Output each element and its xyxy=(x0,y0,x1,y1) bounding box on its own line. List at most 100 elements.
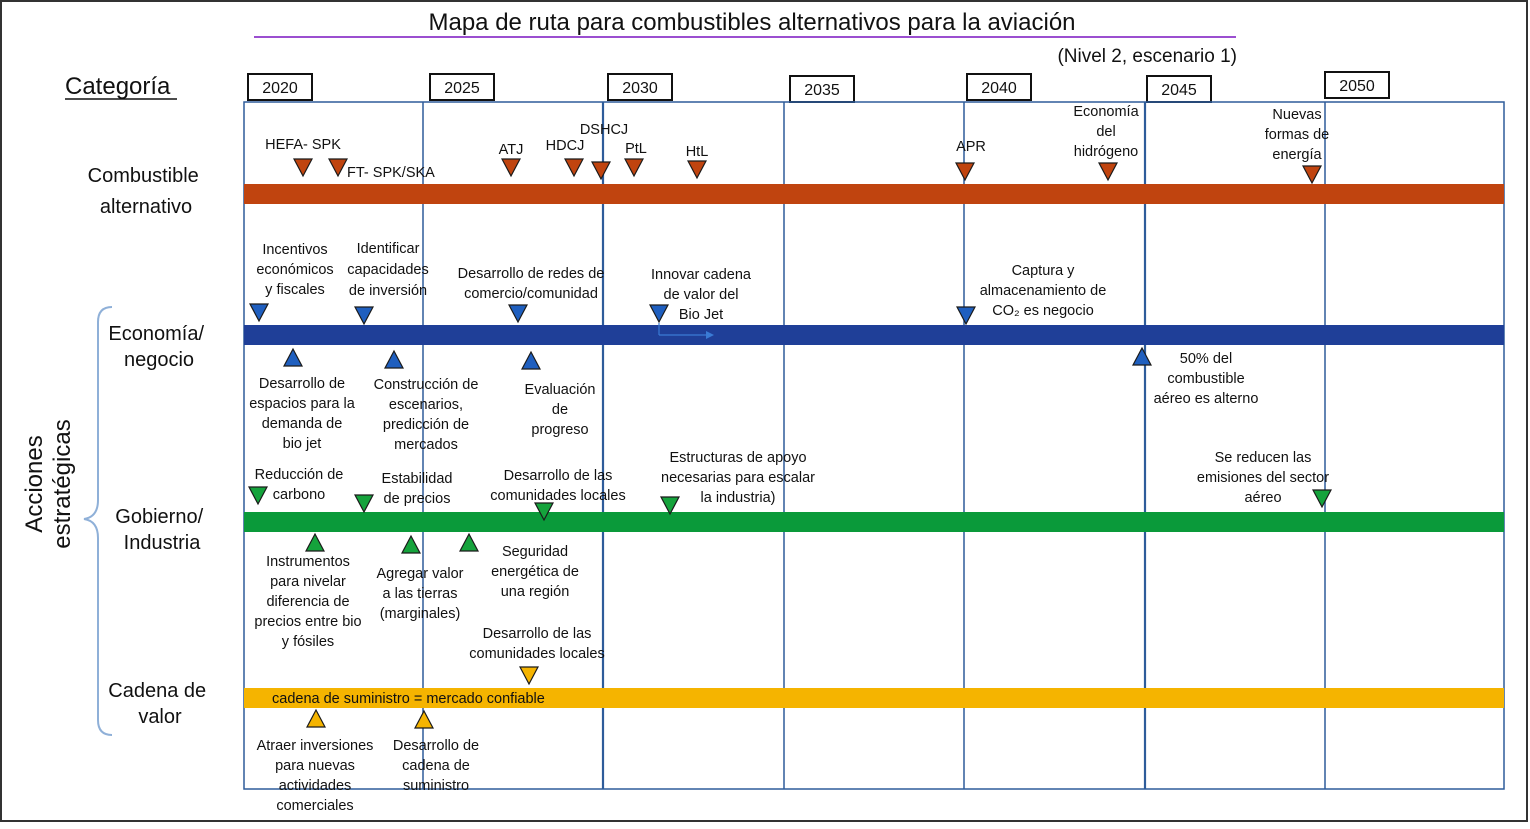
year-box-2040 xyxy=(966,73,1032,101)
milestone-label-line: formas de xyxy=(1265,127,1329,143)
milestone-label-line: de xyxy=(552,402,568,418)
milestone-marker-apr xyxy=(955,162,975,182)
row-label-combustible-1: Combustible xyxy=(88,165,199,187)
milestone-marker-atj xyxy=(501,158,521,178)
milestone-label-line: HEFA- SPK xyxy=(265,137,341,153)
milestone-marker-nuevas xyxy=(1302,165,1322,185)
milestone-label-line: demanda de xyxy=(262,416,343,432)
band-gobierno xyxy=(244,512,1504,532)
milestone-marker-ft xyxy=(328,158,348,178)
milestone-label-suministro: Desarrollo de cadena de suministro xyxy=(393,738,479,794)
milestone-label-line: (marginales) xyxy=(380,606,461,622)
milestone-label-line: Evaluación xyxy=(525,382,596,398)
milestone-label-line: de precios xyxy=(384,491,451,507)
milestone-label-line: FT- SPK/SKA xyxy=(347,165,435,181)
milestone-label-line: precios entre bio xyxy=(254,614,361,630)
milestone-marker-escenarios xyxy=(384,349,404,369)
milestone-label-line: cadena de xyxy=(402,758,470,774)
milestone-label-line: aéreo es alterno xyxy=(1154,391,1259,407)
side-label-acciones: Acciones estratégicas xyxy=(21,419,76,548)
year-2020: 2020 xyxy=(262,80,298,97)
milestone-marker-espacios xyxy=(283,347,303,367)
year-box-2020 xyxy=(247,73,313,101)
row-label-combustible: Combustible alternativo xyxy=(88,165,205,218)
milestone-label-line: Desarrollo de xyxy=(393,738,479,754)
row-label-economia: Economía/ negocio xyxy=(108,323,209,371)
milestone-label-line: Desarrollo de las xyxy=(504,468,613,484)
milestone-label-line: actividades xyxy=(279,778,352,794)
milestone-marker-dshcj xyxy=(591,161,611,181)
milestone-label-apr: APR xyxy=(956,139,986,155)
year-2035: 2035 xyxy=(804,82,840,99)
milestone-label-line: energética de xyxy=(491,564,579,580)
milestone-label-line: para nuevas xyxy=(275,758,355,774)
milestone-label-line: suministro xyxy=(403,778,469,794)
milestone-label-line: DSHCJ xyxy=(580,122,628,138)
milestone-marker-suministro xyxy=(414,709,434,729)
milestone-label-line: comercio/comunidad xyxy=(464,286,598,302)
milestone-label-line: Agregar valor xyxy=(376,566,463,582)
milestone-label-agregar: Agregar valor a las tierras (marginales) xyxy=(376,566,463,622)
milestone-label-line: del xyxy=(1096,124,1115,140)
period-grid xyxy=(243,101,1505,790)
milestone-label-line: Desarrollo de redes de xyxy=(458,266,605,282)
row-label-combustible-2: alternativo xyxy=(100,196,192,218)
milestone-label-line: Estructuras de apoyo xyxy=(669,450,806,466)
band-cadena-text: cadena de suministro = mercado confiable xyxy=(272,691,545,707)
milestone-label-line: diferencia de xyxy=(266,594,349,610)
milestone-label-line: Reducción de xyxy=(255,467,344,483)
milestone-label-line: de valor del xyxy=(664,287,739,303)
milestone-label-line: Captura y xyxy=(1012,263,1076,279)
milestone-label-htl: HtL xyxy=(686,144,709,160)
milestone-label-line: Incentivos xyxy=(262,242,327,258)
milestone-label-ft: FT- SPK/SKA xyxy=(347,165,435,181)
milestone-marker-atraer xyxy=(306,708,326,728)
milestone-label-line: Bio Jet xyxy=(679,307,723,323)
milestone-marker-captura xyxy=(956,306,976,326)
milestone-label-line: para nivelar xyxy=(270,574,346,590)
row-label-cadena-1: Cadena de xyxy=(108,680,206,702)
year-2030: 2030 xyxy=(622,80,658,97)
milestone-label-line: mercados xyxy=(394,437,458,453)
row-label-cadena-2: valor xyxy=(138,706,182,728)
milestone-label-line: a las tierras xyxy=(383,586,458,602)
side-label-2: estratégicas xyxy=(49,419,76,548)
side-label-1: Acciones xyxy=(21,435,48,532)
milestone-marker-innovar xyxy=(649,304,669,324)
year-box-2030 xyxy=(607,73,673,101)
group-brace xyxy=(83,306,113,736)
milestone-marker-ptl xyxy=(624,158,644,178)
row-label-gobierno-2: Industria xyxy=(124,532,202,554)
year-labels: 2020 2025 2030 2035 2040 2045 2050 xyxy=(247,71,1390,103)
page-title: Mapa de ruta para combustibles alternati… xyxy=(428,9,1075,36)
milestone-marker-estabilidad xyxy=(354,494,374,514)
milestone-label-hefa: HEFA- SPK xyxy=(265,137,341,153)
milestone-label-line: 50% del xyxy=(1180,351,1232,367)
milestone-label-line: HtL xyxy=(686,144,709,160)
milestone-marker-identificar xyxy=(354,306,374,326)
milestone-label-line: comerciales xyxy=(276,798,353,814)
milestone-label-line: aéreo xyxy=(1244,490,1281,506)
milestone-label-line: económicos xyxy=(256,262,333,278)
milestone-marker-hdcj xyxy=(564,158,584,178)
year-2025: 2025 xyxy=(444,80,480,97)
milestone-marker-comunidades2 xyxy=(519,666,539,686)
milestone-label-line: bio jet xyxy=(283,436,322,452)
milestone-label-line: PtL xyxy=(625,141,647,157)
page-subtitle: (Nivel 2, escenario 1) xyxy=(1057,46,1237,67)
milestone-marker-hefa xyxy=(293,158,313,178)
year-box-2045 xyxy=(1146,75,1212,103)
milestone-marker-agregar xyxy=(401,534,421,554)
milestone-label-line: hidrógeno xyxy=(1074,144,1139,160)
milestone-label-redes: Desarrollo de redes de comercio/comunidad xyxy=(458,266,605,302)
milestone-label-line: y fósiles xyxy=(282,634,334,650)
